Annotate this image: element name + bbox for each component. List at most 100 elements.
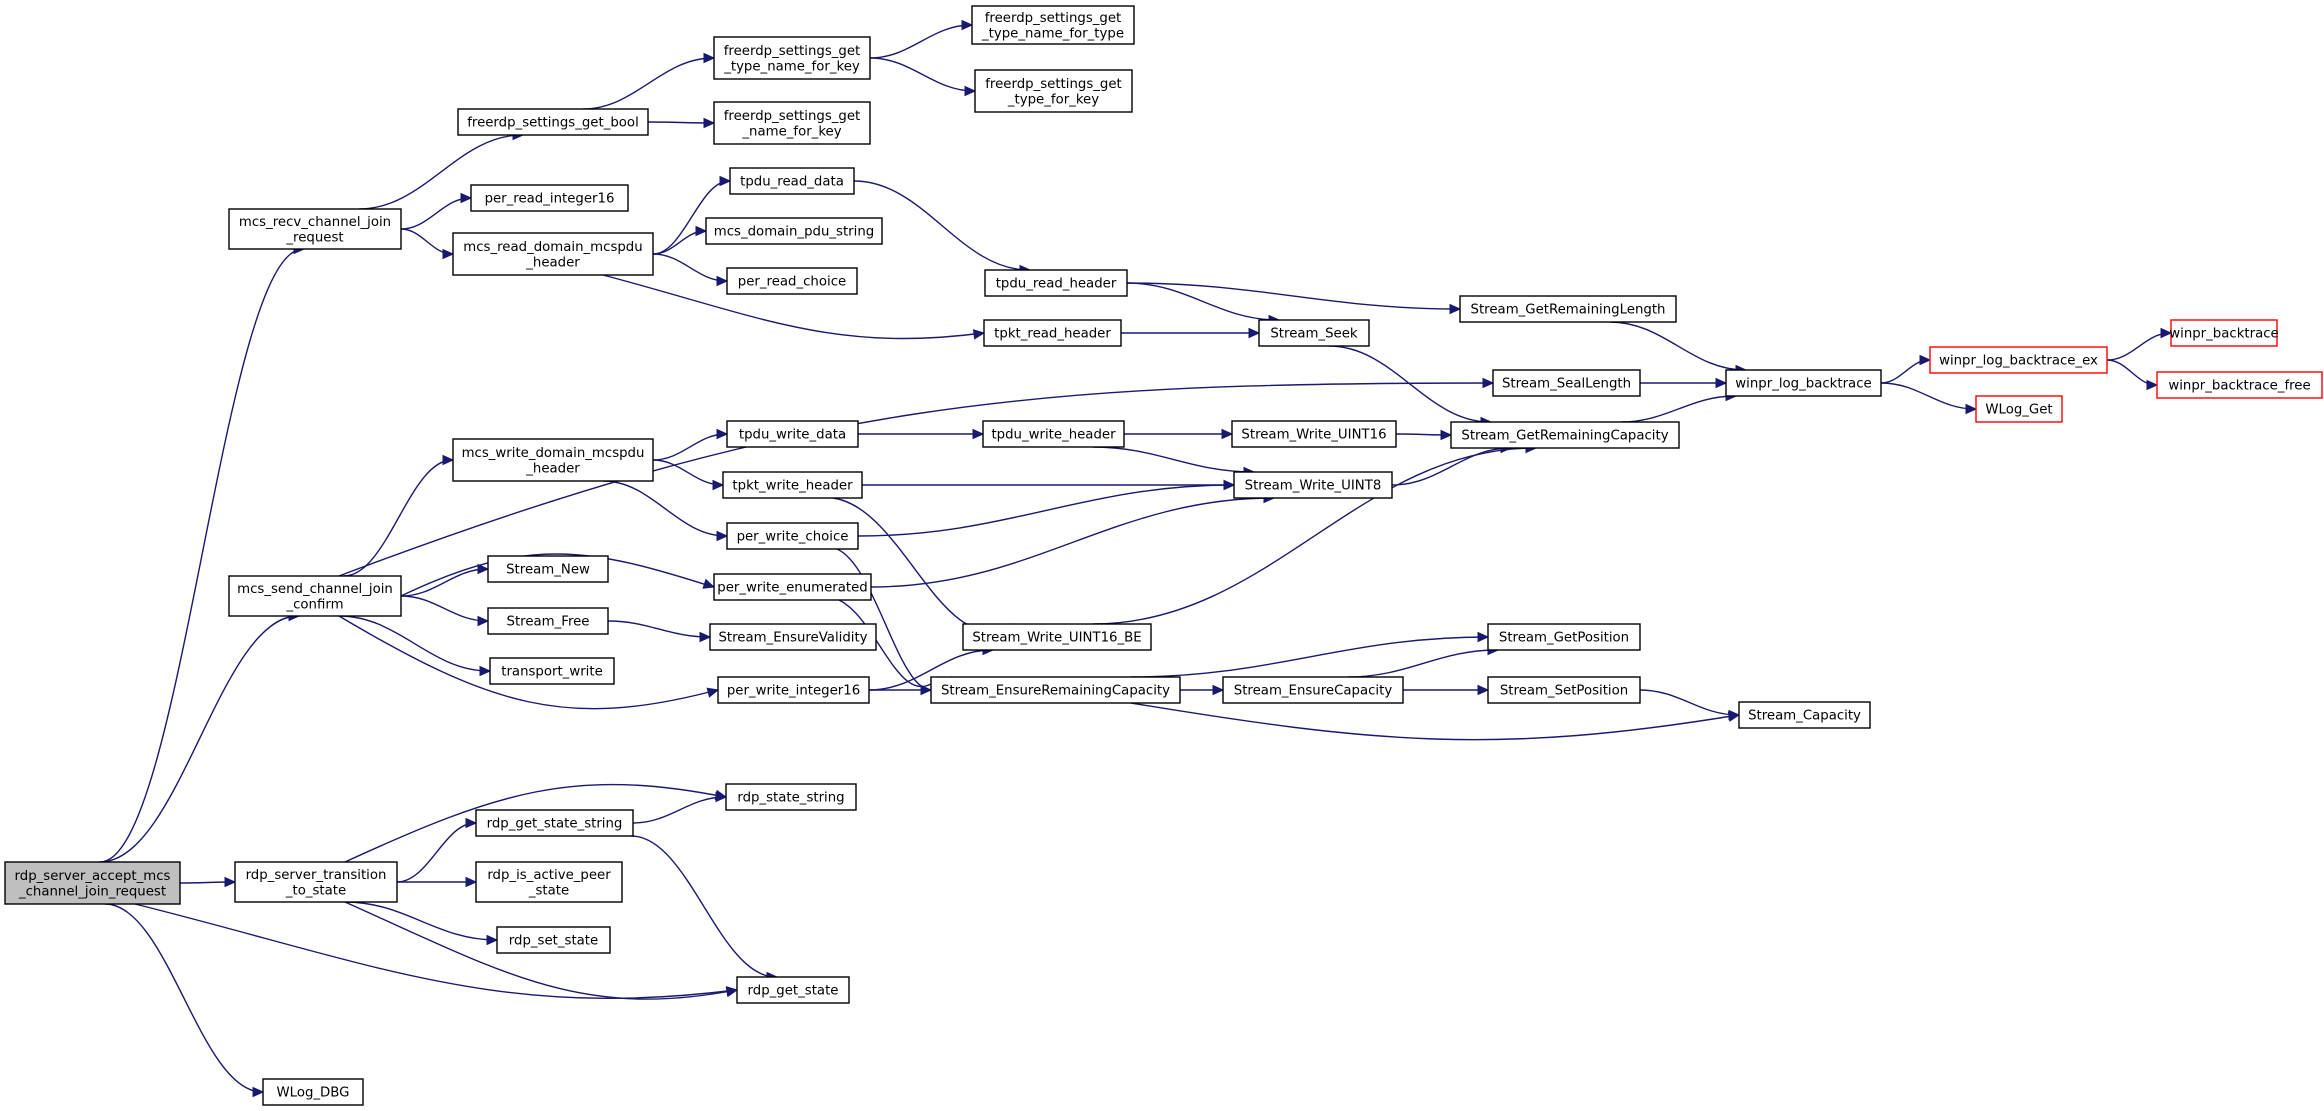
arrowhead-icon	[706, 687, 720, 698]
arrowhead-icon	[1440, 429, 1453, 441]
node-stream-free[interactable]: Stream_Free	[487, 607, 609, 635]
node-mcs-recv[interactable]: mcs_recv_channel_join_request	[228, 208, 402, 250]
edge-rdp-get-state-str-to-rdp-get-state	[630, 835, 777, 978]
node-mcs-send[interactable]: mcs_send_channel_join_confirm	[228, 575, 402, 617]
arrowhead-icon	[703, 52, 716, 64]
edge-fs-type-name-key-to-fs-type-key	[869, 57, 975, 92]
edge-stream-write-u8-to-stream-getremcap	[1391, 447, 1511, 486]
edge-mcs-recv-to-per-read-int16	[400, 197, 471, 230]
node-tpkt-write-header[interactable]: tpkt_write_header	[722, 471, 863, 499]
node-stream-write-u16be[interactable]: Stream_Write_UINT16_BE	[962, 623, 1152, 651]
node-per-write-choice[interactable]: per_write_choice	[726, 522, 859, 550]
node-label: mcs_read_domain_mcspdu	[463, 240, 642, 255]
node-fs-type-name-type[interactable]: freerdp_settings_get_type_name_for_type	[971, 5, 1135, 45]
node-fs-get-bool[interactable]: freerdp_settings_get_bool	[457, 108, 649, 136]
node-fs-type-name-key[interactable]: freerdp_settings_get_type_name_for_key	[713, 36, 871, 80]
node-box	[971, 5, 1135, 45]
edge-per-write-enum-to-stream-ensureremcap	[838, 599, 941, 687]
node-root[interactable]: rdp_server_accept_mcs_channel_join_reque…	[4, 861, 181, 905]
node-box	[470, 184, 629, 212]
node-fs-type-key[interactable]: freerdp_settings_get_type_for_key	[974, 69, 1133, 113]
node-stream-seallen[interactable]: Stream_SealLength	[1492, 369, 1641, 397]
edge-mcs-send-to-mcs-write-dom	[343, 459, 453, 577]
node-label: _state	[528, 883, 569, 898]
node-per-read-int16[interactable]: per_read_integer16	[470, 184, 629, 212]
edge-stream-seek-to-stream-getremcap	[1328, 345, 1491, 423]
node-stream-getremlen[interactable]: Stream_GetRemainingLength	[1459, 295, 1677, 323]
node-box	[228, 208, 402, 250]
node-wlog-dbg[interactable]: WLog_DBG	[262, 1078, 364, 1106]
arrowhead-icon	[1223, 479, 1236, 491]
node-stream-ensurevalid[interactable]: Stream_EnsureValidity	[709, 623, 877, 651]
node-stream-ensurecap[interactable]: Stream_EnsureCapacity	[1222, 676, 1404, 704]
node-label: Stream_EnsureValidity	[718, 631, 867, 646]
node-label: transport_write	[501, 665, 603, 680]
node-label: _header	[525, 461, 580, 476]
node-tpdu-read-data[interactable]: tpdu_read_data	[729, 167, 855, 195]
edge-rdp-trans-to-rdp-set-state	[344, 901, 497, 941]
node-winpr-bt[interactable]: winpr_backtrace	[2169, 319, 2279, 347]
arrowhead-icon	[442, 248, 455, 260]
node-stream-ensureremcap[interactable]: Stream_EnsureRemainingCapacity	[930, 676, 1181, 704]
node-label: Stream_GetRemainingCapacity	[1461, 429, 1668, 444]
arrowhead-icon	[1449, 303, 1462, 315]
node-stream-write-u8[interactable]: Stream_Write_UINT8	[1233, 471, 1393, 499]
edge-mcs-read-dom-to-per-read-choice	[652, 253, 727, 282]
node-rdp-set-state[interactable]: rdp_set_state	[496, 926, 611, 954]
node-box	[713, 36, 871, 80]
node-mcs-write-dom[interactable]: mcs_write_domain_mcspdu_header	[452, 438, 654, 482]
node-rdp-is-active[interactable]: rdp_is_active_peer_state	[475, 861, 623, 903]
node-transport-write[interactable]: transport_write	[489, 657, 615, 685]
node-stream-getremcap[interactable]: Stream_GetRemainingCapacity	[1450, 421, 1680, 449]
node-box	[475, 861, 623, 903]
node-label: Stream_EnsureRemainingCapacity	[941, 684, 1170, 699]
node-label: Stream_Write_UINT8	[1245, 479, 1382, 494]
node-tpdu-write-header[interactable]: tpdu_write_header	[982, 420, 1125, 448]
node-box	[729, 167, 855, 195]
arrowhead-icon	[716, 530, 729, 542]
node-stream-capacity[interactable]: Stream_Capacity	[1738, 701, 1871, 729]
arrowhead-icon	[920, 684, 933, 696]
edge-mcs-send-to-stream-free	[400, 595, 488, 622]
node-box	[1487, 623, 1641, 651]
node-label: rdp_get_state_string	[487, 817, 623, 832]
node-tpdu-read-header[interactable]: tpdu_read_header	[984, 269, 1128, 297]
node-fs-name-key[interactable]: freerdp_settings_get_name_for_key	[713, 101, 871, 145]
node-box	[1487, 676, 1641, 704]
edge-stream-write-u16be-to-stream-getremcap	[1092, 447, 1536, 625]
node-per-write-enum[interactable]: per_write_enumerated	[713, 573, 872, 601]
arrowhead-icon	[1965, 403, 1978, 415]
node-box	[1233, 471, 1393, 499]
node-per-write-int16[interactable]: per_write_integer16	[717, 676, 870, 704]
node-box	[475, 809, 634, 837]
node-per-read-choice[interactable]: per_read_choice	[726, 267, 858, 295]
edge-mcs-send-to-per-write-int16	[338, 615, 718, 710]
edge-mcs-write-dom-to-per-write-choice	[602, 480, 727, 537]
node-stream-write-u16[interactable]: Stream_Write_UINT16	[1231, 420, 1397, 448]
node-box	[2170, 319, 2278, 347]
edge-tpdu-read-header-to-stream-seek	[1126, 282, 1279, 321]
node-rdp-get-state[interactable]: rdp_get_state	[736, 976, 850, 1004]
node-stream-setpos[interactable]: Stream_SetPosition	[1487, 676, 1641, 704]
edge-stream-ensurecap-to-stream-getpos	[1347, 649, 1498, 678]
edge-stream-ensureremcap-to-stream-capacity	[1130, 702, 1739, 741]
node-rdp-get-state-str[interactable]: rdp_get_state_string	[475, 809, 634, 837]
node-rdp-state-str[interactable]: rdp_state_string	[725, 783, 857, 811]
node-winpr-bt-free[interactable]: winpr_backtrace_free	[2156, 371, 2323, 399]
node-winpr-log-bt[interactable]: winpr_log_backtrace	[1725, 369, 1882, 397]
node-mcs-dom-str[interactable]: mcs_domain_pdu_string	[705, 217, 883, 245]
arrowhead-icon	[715, 791, 728, 803]
node-mcs-read-dom[interactable]: mcs_read_domain_mcspdu_header	[452, 232, 654, 276]
edge-rdp-trans-to-rdp-get-state-str	[396, 822, 476, 883]
node-rdp-trans[interactable]: rdp_server_transition_to_state	[234, 861, 398, 903]
node-stream-getpos[interactable]: Stream_GetPosition	[1487, 623, 1641, 651]
node-tpdu-write-data[interactable]: tpdu_write_data	[726, 420, 859, 448]
node-stream-seek[interactable]: Stream_Seek	[1258, 319, 1370, 347]
node-box	[487, 607, 609, 635]
edges-layer	[99, 19, 2173, 1098]
node-stream-new[interactable]: Stream_New	[487, 555, 609, 583]
node-winpr-log-bt-ex[interactable]: winpr_log_backtrace_ex	[1929, 346, 2108, 374]
node-wlog-get[interactable]: WLog_Get	[1975, 395, 2063, 423]
node-label: per_write_enumerated	[717, 581, 867, 596]
node-tpkt-read-header[interactable]: tpkt_read_header	[983, 319, 1122, 347]
